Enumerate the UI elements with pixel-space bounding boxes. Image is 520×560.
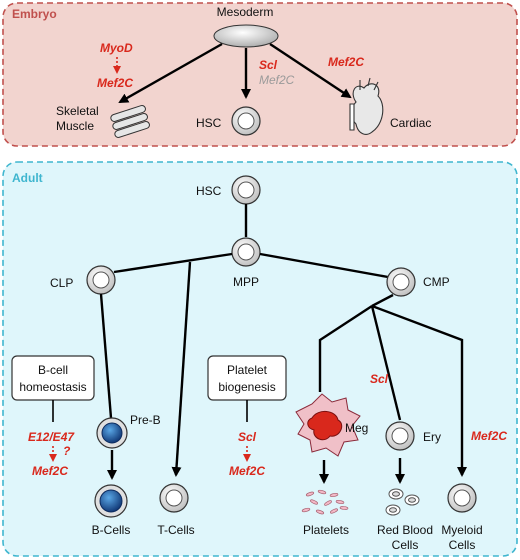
line-mpp-tcell (171, 261, 192, 477)
gene-mef2c-bcell: Mef2C (32, 464, 68, 478)
gene-mef2c-platelet: Mef2C (229, 464, 265, 478)
platelets-label: Platelets (303, 523, 349, 537)
bcells-label: B-Cells (92, 523, 131, 537)
mpp-label: MPP (233, 275, 259, 289)
megakaryocyte-icon (295, 393, 361, 457)
gene-myod: MyoD (100, 41, 133, 55)
red-blood-cells-icon (385, 488, 420, 516)
preb-cell (96, 417, 128, 449)
line-mpp-clp (113, 252, 233, 274)
line-mpp-cmp (259, 252, 389, 279)
gene-scl-hsc: Scl (259, 58, 278, 72)
myeloid-label-2: Cells (449, 538, 476, 552)
cmp-label: CMP (423, 275, 450, 289)
clp-label: CLP (50, 276, 73, 290)
meg-label: Meg (345, 421, 368, 435)
adult-hsc-cell (231, 175, 261, 205)
rbc-label-2: Cells (392, 538, 419, 552)
gene-scl-platelet: Scl (238, 430, 257, 444)
adult-hsc-label: HSC (196, 184, 222, 198)
platelet-box-line1: Platelet (227, 363, 268, 377)
ery-cell (385, 421, 415, 451)
gene-e12-e47: E12/E47 (28, 430, 75, 444)
mesoderm-label: Mesoderm (217, 5, 274, 19)
myeloid-label-1: Myeloid (441, 523, 482, 537)
adult-section-label: Adult (12, 171, 43, 185)
cmp-tree-left (318, 304, 373, 392)
cmp-tree-mid (370, 305, 402, 421)
platelet-box-line2: biogenesis (218, 380, 275, 394)
preb-label: Pre-B (130, 413, 161, 427)
arrow-mesoderm-skeletal (118, 42, 223, 104)
myeloid-cell (447, 483, 477, 513)
skeletal-label-2: Muscle (56, 119, 94, 133)
embryo-section-label: Embryo (12, 7, 57, 21)
rbc-label-1: Red Blood (377, 523, 433, 537)
cmp-tree-right (371, 304, 467, 477)
gene-scl-ery: Scl (370, 372, 389, 386)
tcell-cell (159, 483, 189, 513)
gene-mef2c-myeloid: Mef2C (471, 429, 507, 443)
mesoderm-icon (213, 24, 279, 48)
embryo-hsc-cell (231, 106, 261, 136)
tcells-label: T-Cells (157, 523, 194, 537)
cmp-cell (386, 267, 416, 297)
heart-icon (349, 77, 384, 135)
line-clp-preb (99, 293, 113, 419)
bcell-box-line2: homeostasis (19, 380, 86, 394)
embryo-hsc-label: HSC (196, 116, 222, 130)
muscle-fiber-icon (110, 104, 150, 138)
cardiac-label: Cardiac (390, 116, 431, 130)
ery-label: Ery (423, 430, 441, 444)
bcell-box-line1: B-cell (38, 363, 68, 377)
clp-cell (86, 265, 116, 295)
bcell-cell (94, 484, 128, 518)
gene-mef2c-cardiac: Mef2C (328, 55, 364, 69)
gene-mef2c-grey: Mef2C (259, 73, 295, 87)
skeletal-label-1: Skeletal (56, 104, 99, 118)
gene-mef2c-skeletal: Mef2C (97, 76, 133, 90)
arrow-mesoderm-cardiac (269, 42, 352, 99)
line-cmp-branch (371, 293, 394, 308)
platelets-icon (301, 489, 349, 515)
mpp-cell (231, 237, 261, 267)
question-mark: ? (63, 444, 71, 458)
